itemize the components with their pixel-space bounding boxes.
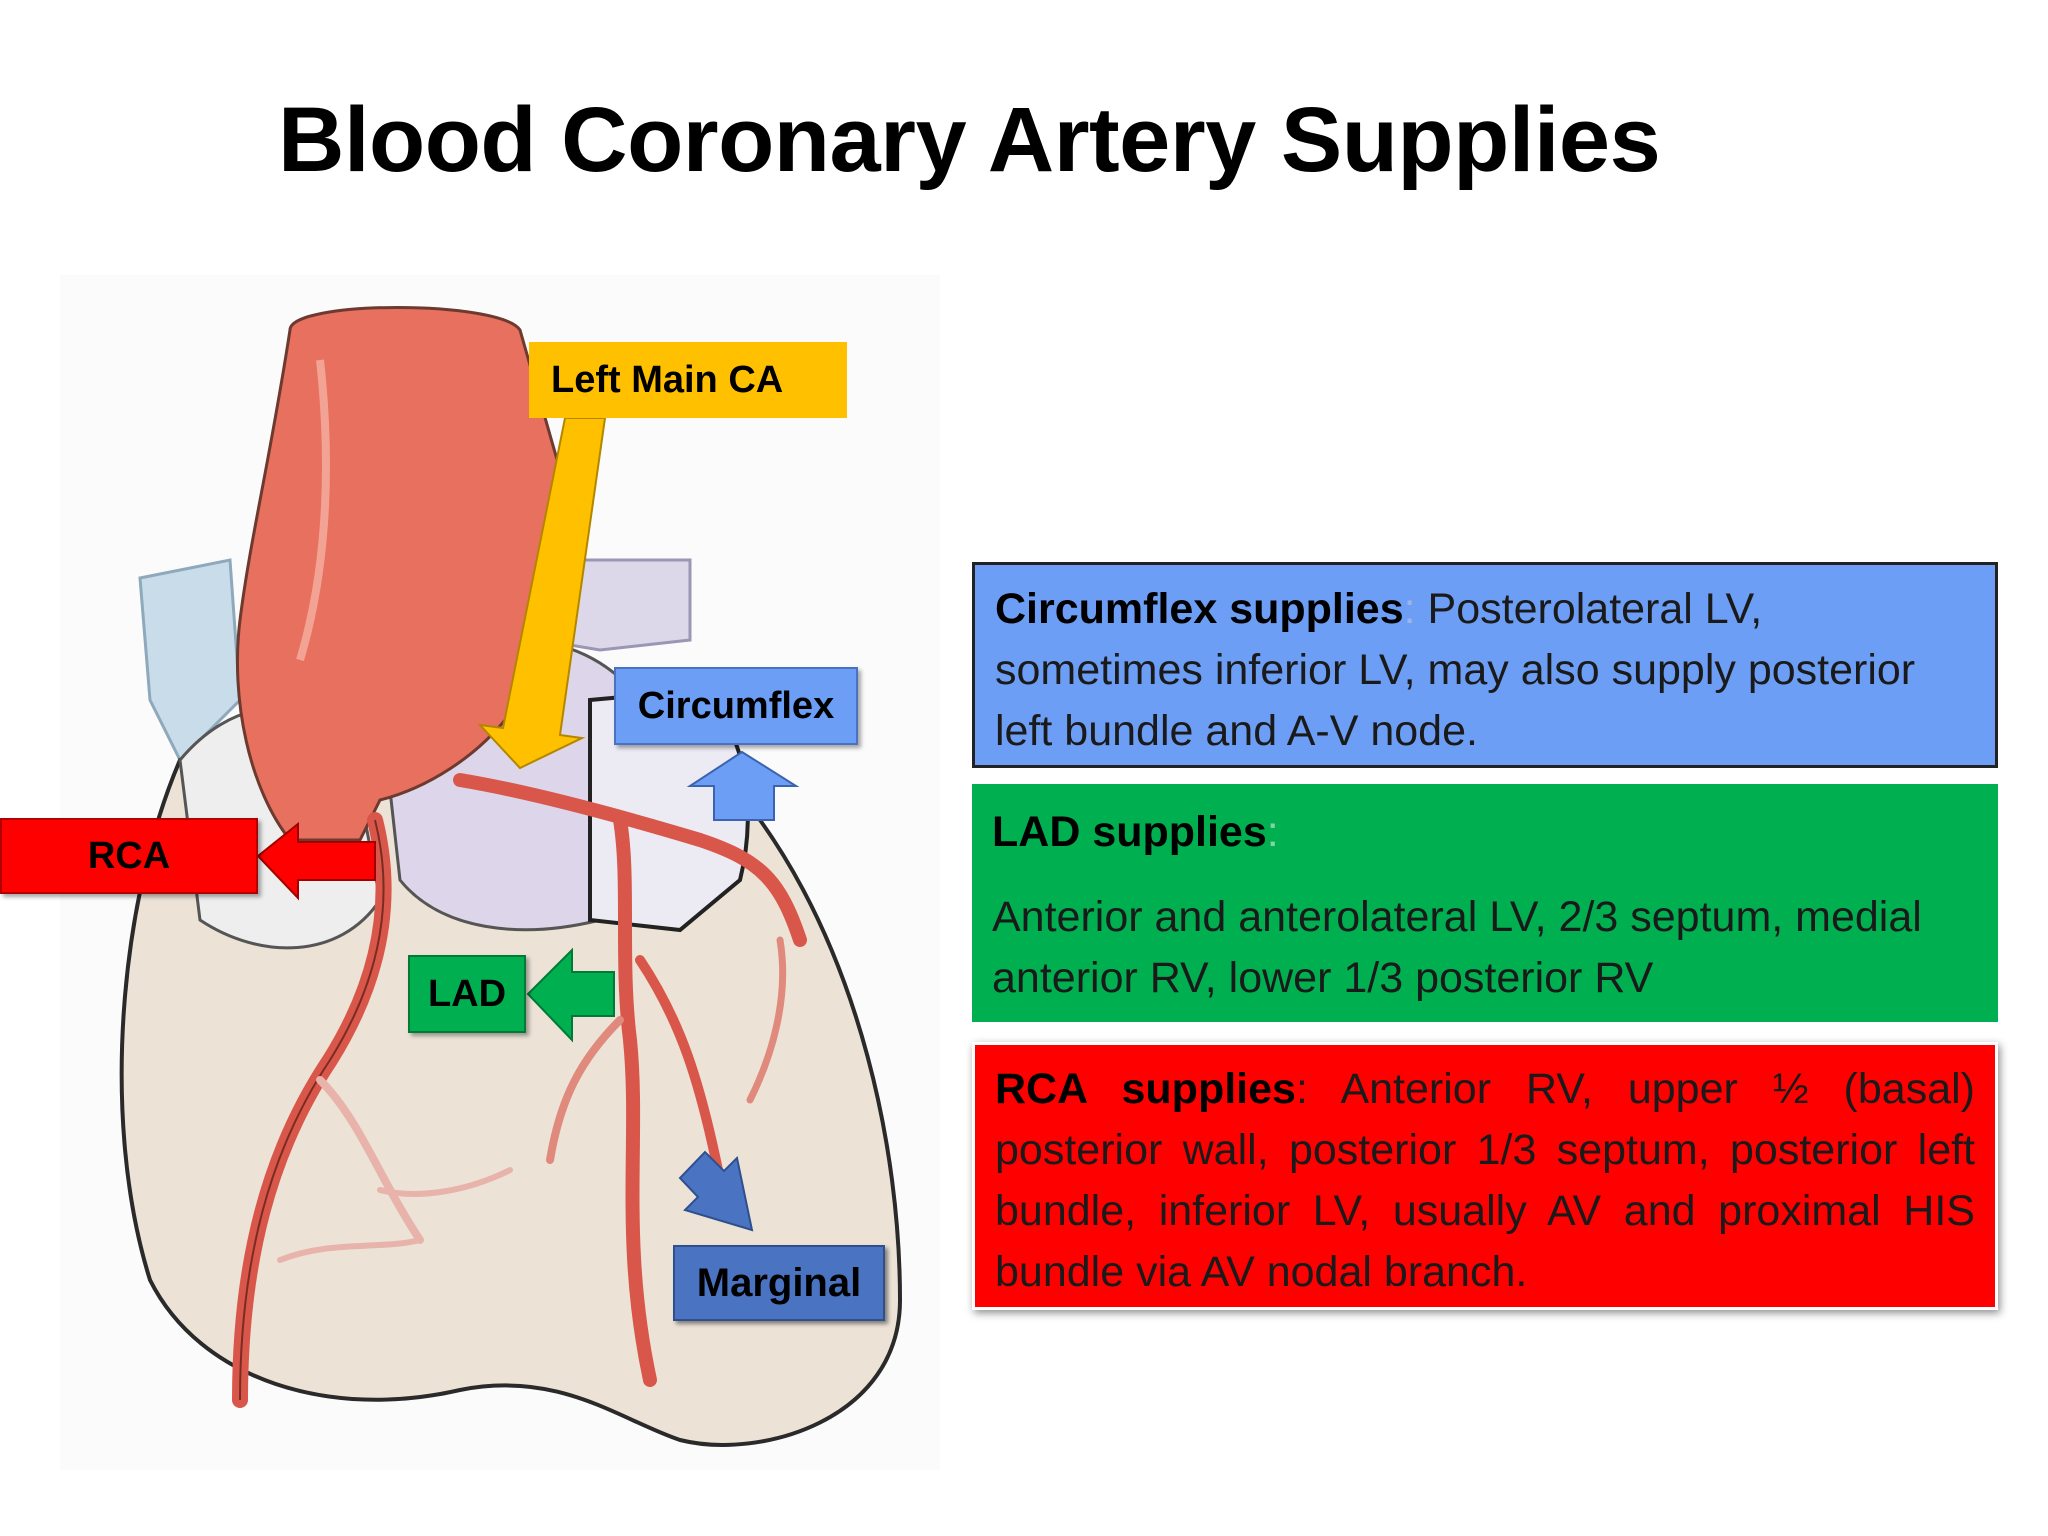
aorta-highlight <box>296 359 330 662</box>
circumflex-label: Circumflex <box>614 667 858 745</box>
marginal-artery <box>635 955 725 1185</box>
rca-info-box: RCA supplies: Anterior RV, upper ½ (basa… <box>972 1042 1998 1310</box>
artery-branch <box>746 936 787 1104</box>
circumflex-heading: Circumflex supplies <box>995 585 1404 633</box>
circumflex-artery <box>453 773 807 947</box>
artery-branch <box>377 1167 513 1197</box>
slide-title: Blood Coronary Artery Supplies <box>278 89 1661 191</box>
circumflex-arrow <box>686 750 800 821</box>
lad-heading: LAD supplies <box>992 808 1267 856</box>
artery-branch <box>316 1076 424 1244</box>
marginal-label: Marginal <box>673 1245 885 1321</box>
artery-branch <box>546 1016 624 1164</box>
lad-arrow <box>526 947 615 1043</box>
rca-label: RCA <box>0 818 258 894</box>
artery-branch <box>277 1237 423 1263</box>
rca-arrow <box>256 821 376 901</box>
aorta <box>235 306 570 842</box>
rca-text: Anterior RV, upper ½ (basal) posterior w… <box>995 1065 1975 1296</box>
lad-label: LAD <box>408 955 526 1033</box>
rca-colon: : <box>1295 1065 1308 1113</box>
circumflex-colon: : <box>1403 585 1416 633</box>
lad-colon: : <box>1266 808 1279 856</box>
lad-artery <box>613 813 657 1387</box>
rca-heading: RCA supplies <box>995 1065 1296 1113</box>
lad-info-box: LAD supplies: Anterior and anterolateral… <box>972 784 1998 1022</box>
circumflex-text: Posterolateral LV, sometimes inferior LV… <box>995 585 1916 755</box>
lad-text: Anterior and anterolateral LV, 2/3 septu… <box>992 893 1922 1002</box>
circumflex-info-box: Circumflex supplies: Posterolateral LV, … <box>972 562 1998 768</box>
marginal-arrow <box>678 1150 754 1232</box>
left-main-ca-label: Left Main CA <box>529 342 847 418</box>
left-main-arrow <box>477 417 607 770</box>
